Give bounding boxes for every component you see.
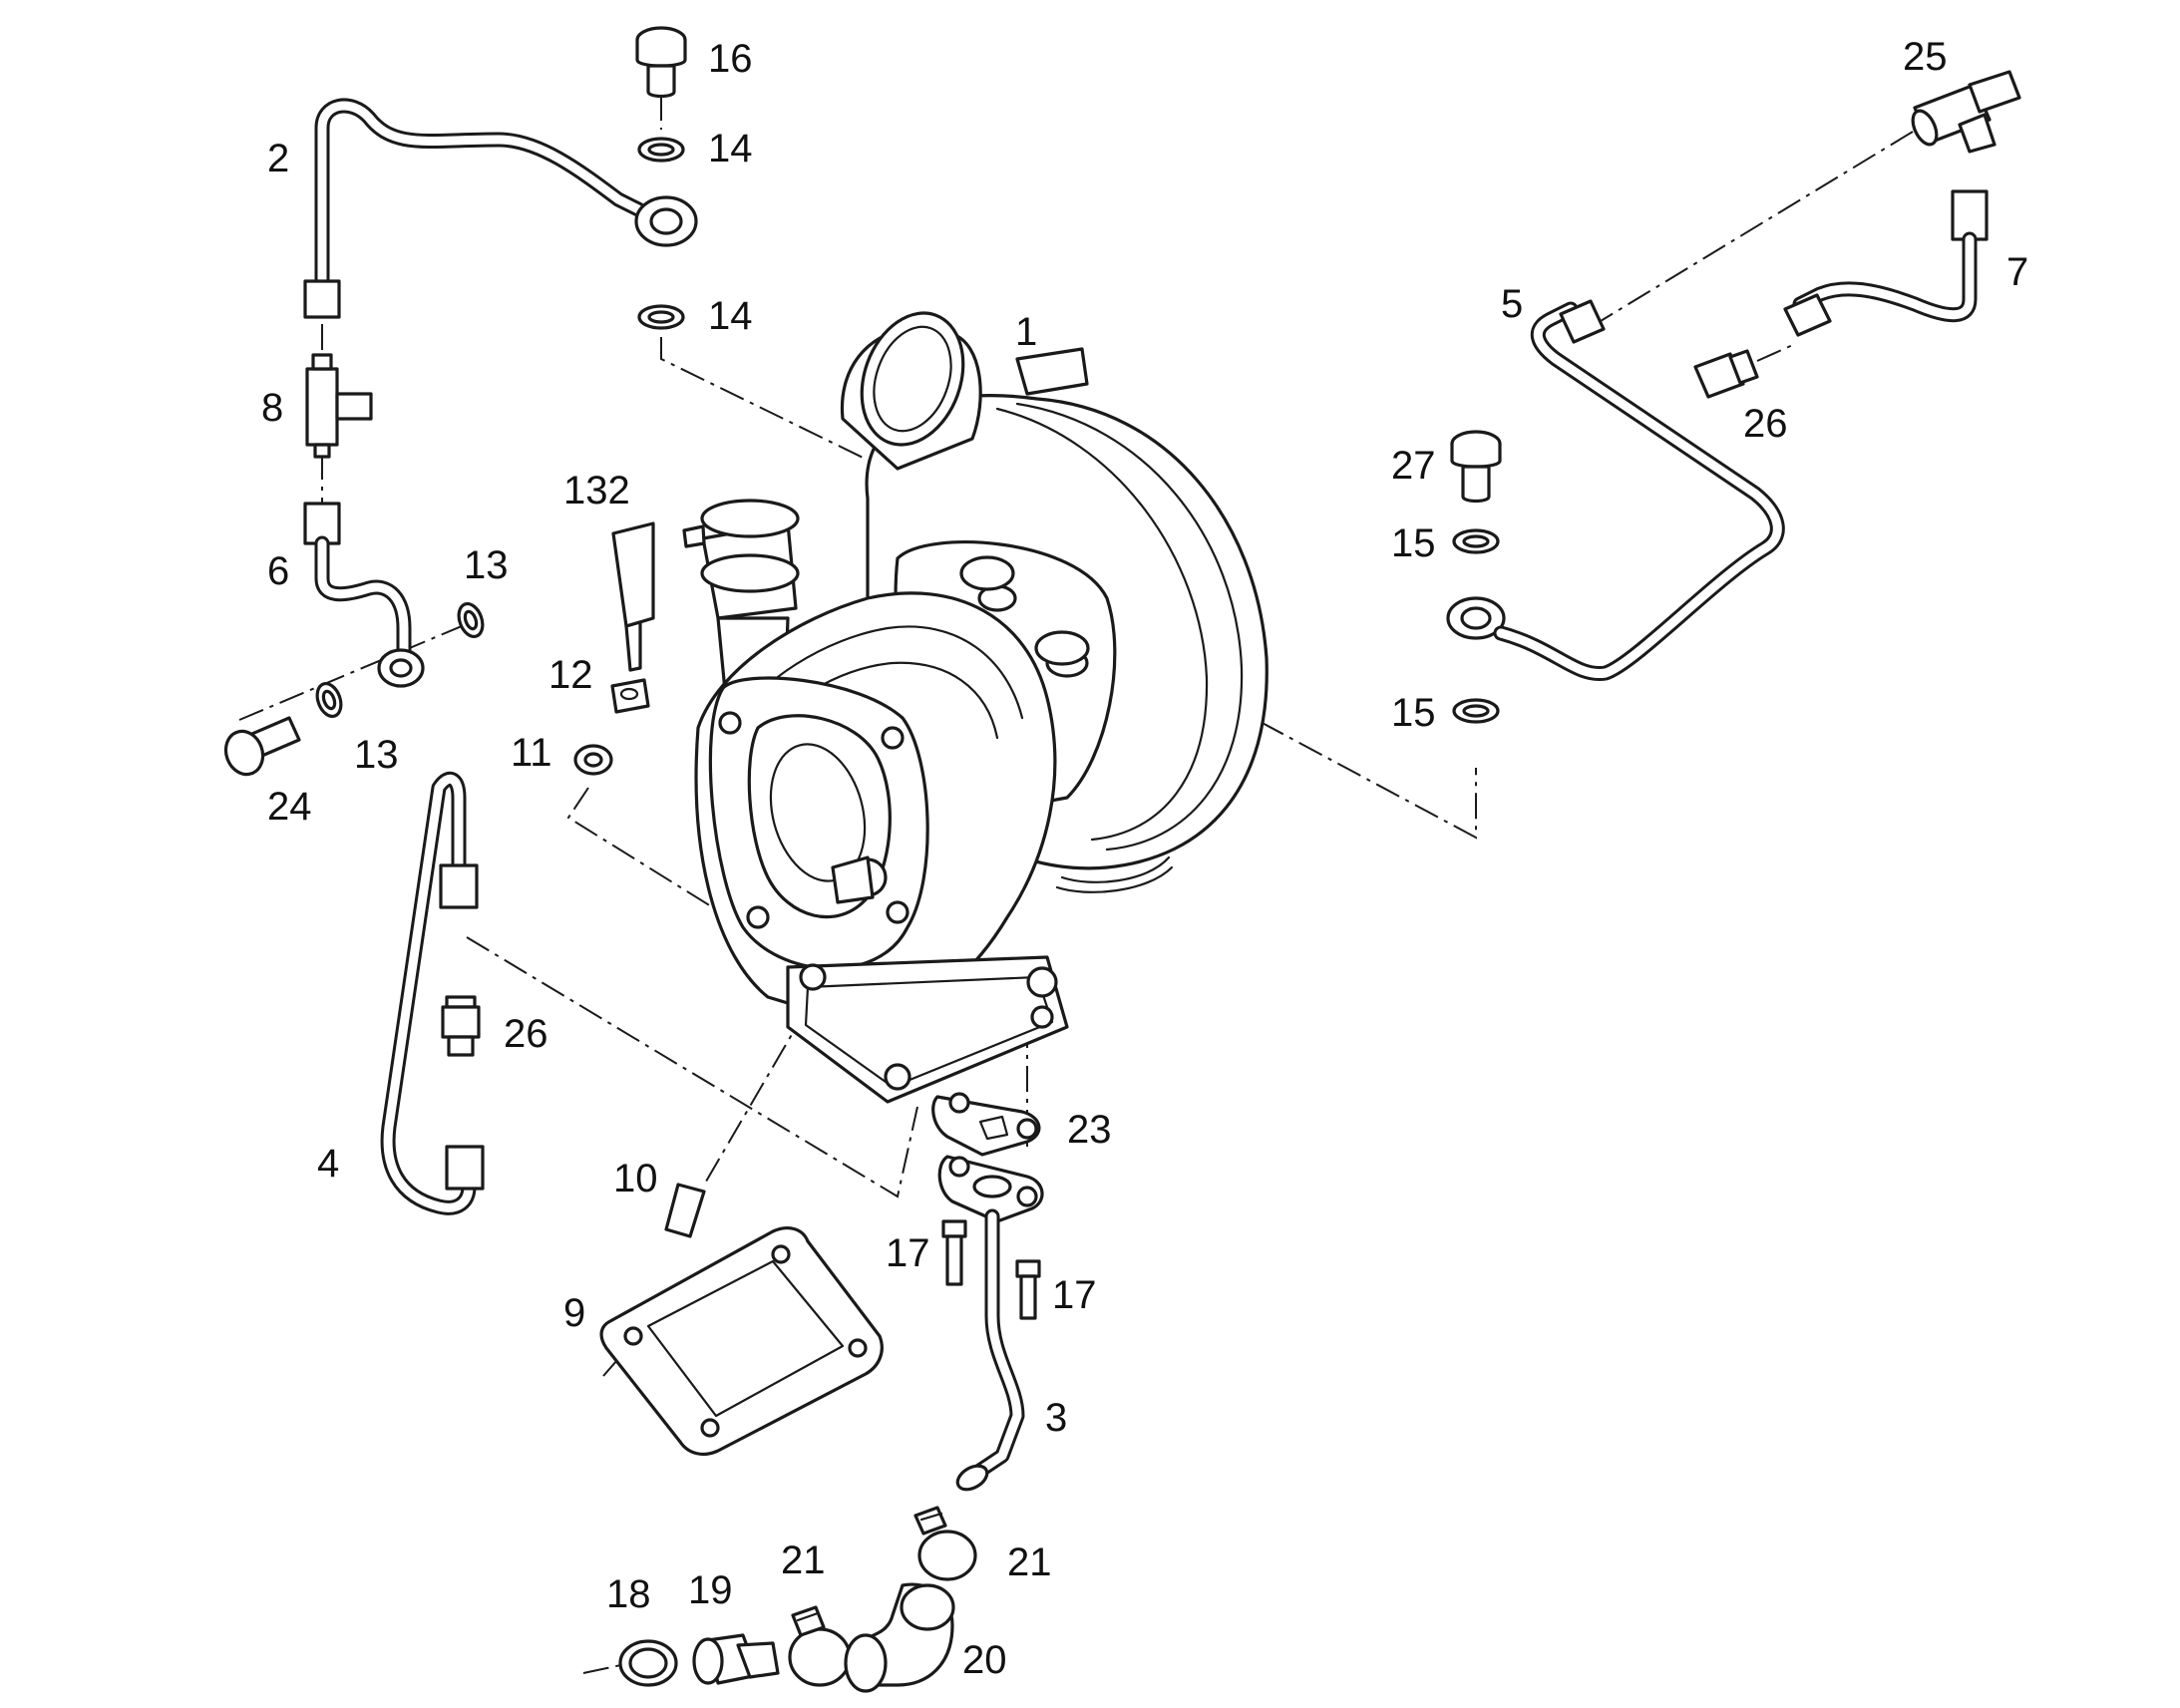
sealing-washer-part-15-upper[interactable] [1452,528,1500,554]
callout-15-upper: 15 [1391,521,1436,565]
callout-10: 10 [613,1157,658,1200]
callout-18: 18 [606,1572,651,1616]
oil-pipe-part-7[interactable] [1783,189,1989,337]
callout-11: 11 [511,731,552,775]
o-ring-part-18[interactable] [618,1639,678,1687]
callout-4: 4 [317,1142,339,1186]
callout-132: 132 [563,469,630,512]
washer-part-11[interactable] [573,744,613,776]
sealing-washer-part-13-left[interactable] [313,680,345,719]
callout-1: 1 [1015,310,1037,354]
tee-fitting-part-25[interactable] [1908,70,2021,154]
centerline-26-to-7 [1756,343,1796,362]
callout-26-right: 26 [1743,402,1788,446]
callout-26-left: 26 [504,1012,548,1056]
callout-17-right: 17 [1052,1273,1097,1317]
callout-19: 19 [688,1568,733,1612]
adapter-part-26-left[interactable] [441,995,481,1057]
callout-2: 2 [267,137,289,180]
sealing-washer-part-14-lower[interactable] [637,304,685,330]
callout-21-left: 21 [781,1538,826,1582]
oil-pipe-part-5[interactable] [1446,299,1785,682]
oil-pipe-part-4[interactable] [380,771,485,1215]
tee-fitting-part-8[interactable] [305,353,373,459]
centerline-13-13 [238,622,470,721]
callout-16: 16 [708,37,753,81]
callout-13-upper: 13 [464,543,509,587]
callout-3: 3 [1045,1396,1067,1440]
oil-pipe-part-6[interactable] [303,502,425,688]
callout-6: 6 [267,549,289,593]
callout-27: 27 [1391,444,1436,488]
hose-clamp-part-21-lower[interactable] [788,1605,852,1687]
sealing-washer-part-14-upper[interactable] [637,137,685,163]
assembly-centerlines [238,95,1914,1674]
nut-part-12[interactable] [610,678,650,714]
centerline-4-lower [466,936,918,1198]
banjo-bolt-part-24[interactable] [220,716,301,780]
callout-labels: 1 2 3 4 5 6 7 8 9 10 11 12 13 13 14 14 1… [261,35,2028,1682]
callout-9: 9 [563,1291,585,1335]
callout-15-lower: 15 [1391,691,1436,735]
callout-8: 8 [261,386,283,430]
callout-12: 12 [548,653,593,697]
callout-21-right: 21 [1007,1540,1052,1584]
callout-20: 20 [962,1638,1007,1682]
sealing-washer-part-13-right[interactable] [455,600,487,639]
turbocharger-part-1[interactable] [682,299,1269,1104]
callout-5: 5 [1501,282,1523,326]
sealant-tube-part-132[interactable] [611,521,655,672]
bolt-part-17-right[interactable] [1015,1259,1041,1320]
callout-14-lower: 14 [708,294,753,338]
gasket-part-9[interactable] [599,1226,884,1456]
hose-clamp-part-21-upper[interactable] [913,1506,977,1581]
callout-25: 25 [1903,35,1948,79]
callout-13-lower: 13 [354,733,399,777]
banjo-bolt-part-16[interactable] [635,26,687,99]
callout-23: 23 [1067,1108,1112,1152]
callout-24: 24 [267,785,312,829]
oil-feed-pipe-part-2[interactable] [303,98,698,319]
stud-part-10[interactable] [664,1183,706,1238]
centerline-10 [702,1006,809,1188]
callout-17-left: 17 [886,1231,930,1275]
bolt-part-17-left[interactable] [941,1219,967,1286]
oil-drain-pipe-part-3[interactable] [937,1155,1044,1495]
sealing-washer-part-15-lower[interactable] [1452,698,1500,724]
elbow-hose-part-20[interactable] [844,1582,955,1693]
centerline-25-to-5 [1595,131,1914,325]
banjo-bolt-part-27[interactable] [1450,430,1502,504]
callout-14-upper: 14 [708,127,753,171]
callout-7: 7 [2006,250,2028,294]
adapter-part-26-right[interactable] [1693,349,1759,399]
centerline-18 [582,1662,631,1674]
adapter-part-19[interactable] [692,1633,780,1685]
gasket-part-23[interactable] [931,1092,1041,1157]
turbine-outlet-flange [786,955,1069,1104]
